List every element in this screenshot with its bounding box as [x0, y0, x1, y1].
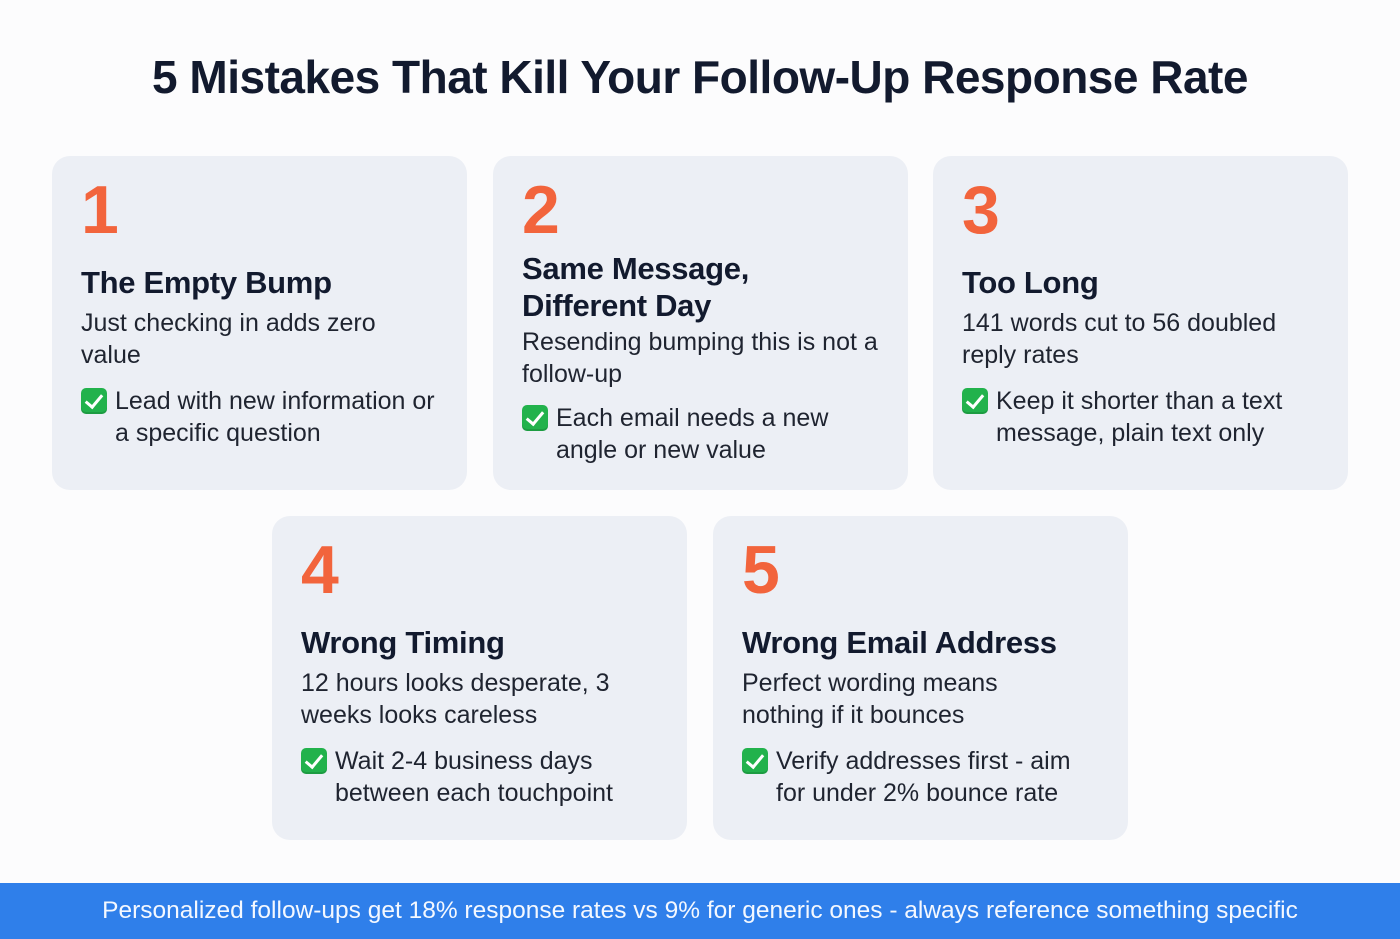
card-tip-text: Wait 2-4 business days between each touc…: [335, 747, 613, 807]
mistake-card-5: 5 Wrong Email Address Perfect wording me…: [713, 516, 1128, 840]
mistake-card-3: 3 Too Long 141 words cut to 56 doubled r…: [933, 156, 1348, 490]
card-tip: Keep it shorter than a text message, pla…: [962, 385, 1318, 449]
check-mark-icon: [962, 388, 988, 414]
card-tip: Verify addresses first - aim for under 2…: [742, 745, 1098, 809]
card-heading: Too Long: [962, 265, 1099, 300]
card-tip-text: Verify addresses first - aim for under 2…: [776, 747, 1071, 807]
card-tip-text: Keep it shorter than a text message, pla…: [996, 387, 1283, 447]
card-number: 3: [962, 172, 1000, 248]
check-mark-icon: [81, 388, 107, 414]
card-description: 12 hours looks desperate, 3 weeks looks …: [301, 669, 610, 729]
check-mark-icon: [522, 405, 548, 431]
card-tip: Wait 2-4 business days between each touc…: [301, 745, 657, 809]
card-tip-text: Lead with new information or a specific …: [115, 387, 435, 447]
card-heading: The Empty Bump: [81, 265, 332, 300]
card-number: 4: [301, 532, 339, 608]
card-number: 1: [81, 172, 119, 248]
card-description: Perfect wording means nothing if it boun…: [742, 669, 998, 729]
page-title: 5 Mistakes That Kill Your Follow-Up Resp…: [152, 51, 1248, 103]
card-heading: Wrong Timing: [301, 625, 505, 660]
footer-text: Personalized follow-ups get 18% response…: [102, 897, 1298, 924]
mistake-card-2: 2 Same Message, Different Day Resending …: [493, 156, 908, 490]
card-tip: Lead with new information or a specific …: [81, 385, 437, 449]
card-tip-text: Each email needs a new angle or new valu…: [556, 404, 829, 464]
card-tip: Each email needs a new angle or new valu…: [522, 402, 878, 466]
mistake-card-1: 1 The Empty Bump Just checking in adds z…: [52, 156, 467, 490]
card-number: 2: [522, 172, 560, 248]
card-description: Just checking in adds zero value: [81, 309, 376, 369]
card-heading: Same Message, Different Day: [522, 251, 750, 323]
card-description: 141 words cut to 56 doubled reply rates: [962, 309, 1277, 369]
check-mark-icon: [301, 748, 327, 774]
card-number: 5: [742, 532, 780, 608]
check-mark-icon: [742, 748, 768, 774]
mistake-card-4: 4 Wrong Timing 12 hours looks desperate,…: [272, 516, 687, 840]
footer-banner: Personalized follow-ups get 18% response…: [0, 883, 1400, 939]
card-description: Resending bumping this is not a follow-u…: [522, 328, 878, 388]
card-heading: Wrong Email Address: [742, 625, 1057, 660]
